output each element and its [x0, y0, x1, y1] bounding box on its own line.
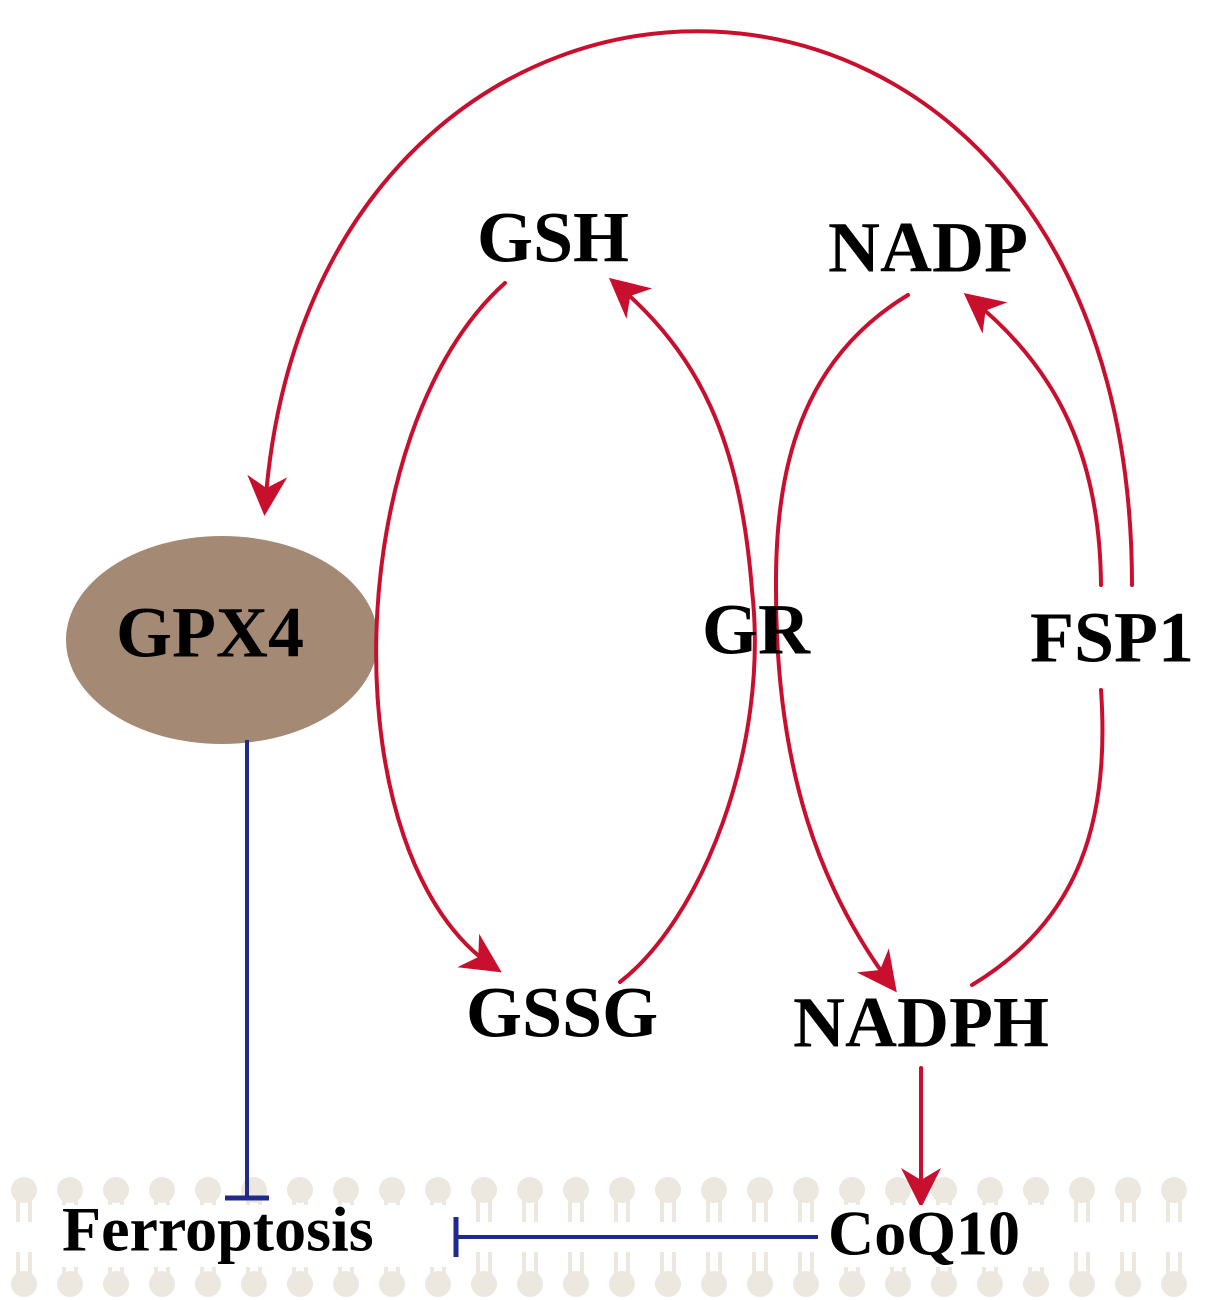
lipid-tail	[568, 1252, 584, 1274]
lipid-tail	[568, 1200, 584, 1222]
arrow-gssg-to-gsh	[608, 277, 757, 984]
arrow-gsh-to-gssg	[374, 281, 507, 973]
lipid-head	[287, 1271, 313, 1297]
lipid-tail	[798, 1200, 814, 1222]
nadph-label: NADPH	[793, 983, 1049, 1063]
arrow-nadph-to-nadp	[970, 298, 1105, 987]
fsp1-label: FSP1	[1030, 598, 1194, 678]
lipid-head	[241, 1271, 267, 1297]
lipid-tail	[798, 1252, 814, 1274]
lipid-head	[195, 1271, 221, 1297]
nadp-label: NADP	[828, 208, 1028, 288]
lipid-head	[701, 1177, 727, 1203]
lipid-tail	[752, 1252, 768, 1274]
lipid-head	[747, 1177, 773, 1203]
lipid-tail	[706, 1200, 722, 1222]
lipid-head	[793, 1177, 819, 1203]
inhibition-lines	[225, 740, 818, 1257]
lipid-tail	[16, 1252, 32, 1274]
activation-arrows	[247, 29, 1134, 1208]
lipid-head	[11, 1177, 37, 1203]
lipid-head	[885, 1271, 911, 1297]
lipid-head	[425, 1271, 451, 1297]
lipid-head	[517, 1271, 543, 1297]
lipid-head	[1023, 1271, 1049, 1297]
lipid-head	[931, 1271, 957, 1297]
lipid-head	[747, 1271, 773, 1297]
lipid-head	[379, 1177, 405, 1203]
arrow-nadp-to-nadph	[773, 293, 910, 993]
lipid-head	[1161, 1177, 1187, 1203]
ferroptosis-label-bg	[58, 1205, 450, 1267]
lipid-tail	[1074, 1200, 1090, 1222]
lipid-head	[1069, 1271, 1095, 1297]
lipid-head	[977, 1177, 1003, 1203]
lipid-tail	[476, 1200, 492, 1222]
gr-label: GR	[702, 590, 811, 670]
lipid-head	[57, 1271, 83, 1297]
lipid-tail	[614, 1200, 630, 1222]
lipid-head	[1161, 1271, 1187, 1297]
lipid-head	[1115, 1271, 1141, 1297]
lipid-head	[563, 1271, 589, 1297]
lipid-tail	[752, 1200, 768, 1222]
coq10-label: CoQ10	[828, 1198, 1020, 1269]
lipid-head	[1069, 1177, 1095, 1203]
lipid-tail	[660, 1252, 676, 1274]
lipid-tail	[1166, 1252, 1182, 1274]
lipid-head	[379, 1271, 405, 1297]
lipid-tail	[16, 1200, 32, 1222]
lipid-head	[11, 1271, 37, 1297]
lipid-tail	[1074, 1252, 1090, 1274]
lipid-tail	[522, 1200, 538, 1222]
gssg-label: GSSG	[466, 973, 658, 1053]
node-labels: GSH NADP GPX4 GR FSP1 GSSG NADPH Ferropt…	[58, 198, 1194, 1269]
lipid-head	[1023, 1177, 1049, 1203]
gsh-label: GSH	[477, 198, 629, 278]
lipid-head	[1115, 1177, 1141, 1203]
lipid-head	[977, 1271, 1003, 1297]
lipid-tail	[1166, 1200, 1182, 1222]
ferroptosis-label: Ferroptosis	[62, 1194, 374, 1265]
lipid-head	[195, 1177, 221, 1203]
lipid-head	[839, 1177, 865, 1203]
lipid-head	[333, 1271, 359, 1297]
lipid-head	[839, 1271, 865, 1297]
lipid-head	[103, 1271, 129, 1297]
lipid-tail	[614, 1252, 630, 1274]
gpx4-node-shape	[66, 536, 378, 744]
lipid-head	[609, 1177, 635, 1203]
lipid-head	[655, 1177, 681, 1203]
lipid-head	[149, 1177, 175, 1203]
lipid-head	[57, 1177, 83, 1203]
lipid-tail	[706, 1252, 722, 1274]
lipid-head	[563, 1177, 589, 1203]
lipid-head	[287, 1177, 313, 1203]
lipid-head	[793, 1271, 819, 1297]
coq10-label-bg	[826, 1205, 1066, 1267]
lipid-head	[103, 1177, 129, 1203]
lipid-tail	[1120, 1252, 1136, 1274]
lipid-head	[609, 1271, 635, 1297]
arrow-fsp1-to-gpx4	[247, 29, 1134, 587]
lipid-head	[333, 1177, 359, 1203]
lipid-tail	[660, 1200, 676, 1222]
lipid-head	[701, 1271, 727, 1297]
lipid-tail	[476, 1252, 492, 1274]
lipid-head	[655, 1271, 681, 1297]
lipid-head	[471, 1271, 497, 1297]
gpx4-label: GPX4	[116, 593, 304, 673]
lipid-head	[471, 1177, 497, 1203]
lipid-tail	[1120, 1200, 1136, 1222]
lipid-head	[517, 1177, 543, 1203]
lipid-head	[425, 1177, 451, 1203]
lipid-tail	[522, 1252, 538, 1274]
lipid-head	[149, 1271, 175, 1297]
